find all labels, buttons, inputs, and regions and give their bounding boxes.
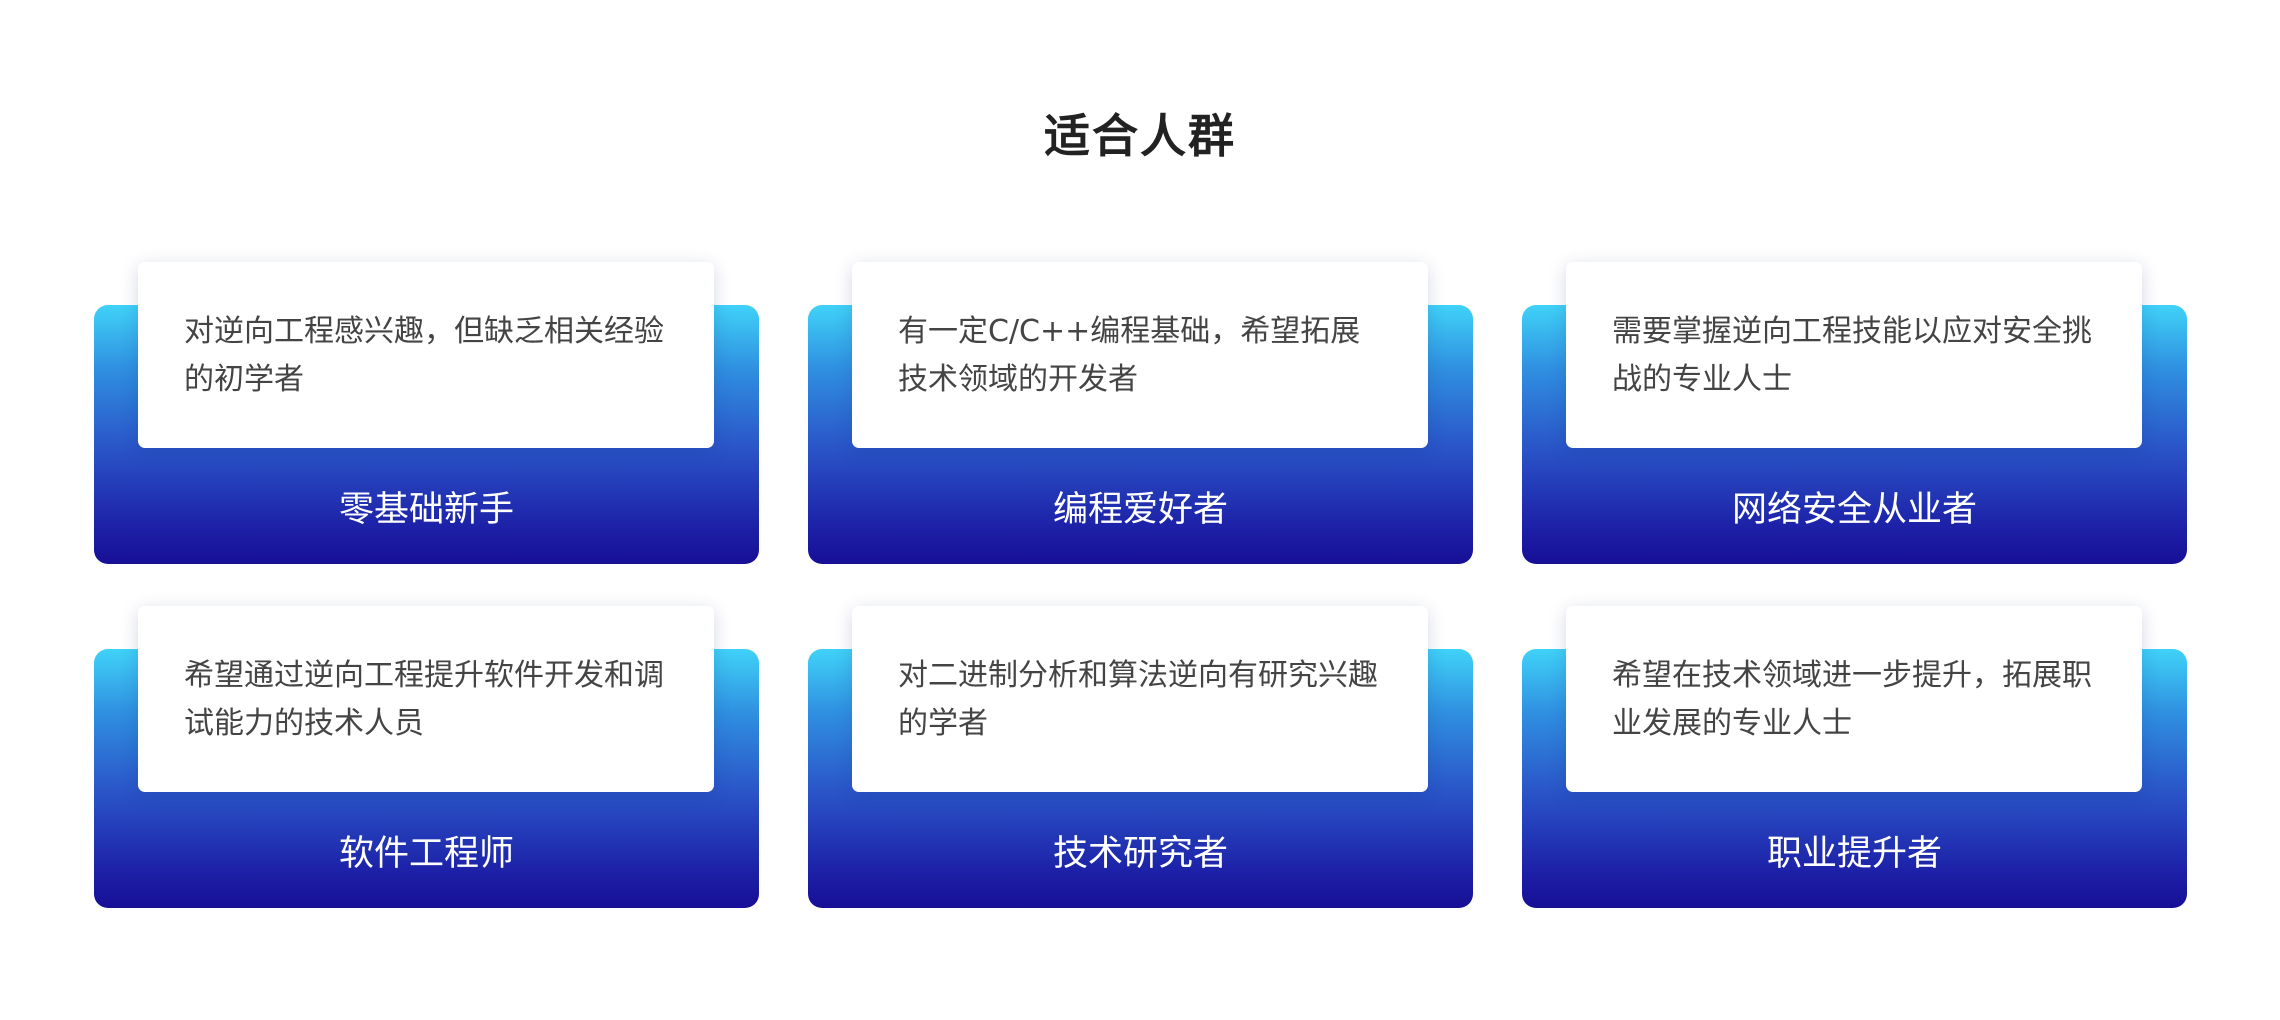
audience-card-career-advancer: 希望在技术领域进一步提升，拓展职业发展的专业人士 职业提升者 [1522, 606, 2187, 908]
audience-card-security-professional: 需要掌握逆向工程技能以应对安全挑战的专业人士 网络安全从业者 [1522, 262, 2187, 564]
audience-card-programming-enthusiast: 有一定C/C++编程基础，希望拓展技术领域的开发者 编程爱好者 [808, 262, 1473, 564]
card-description: 希望通过逆向工程提升软件开发和调试能力的技术人员 [138, 606, 714, 792]
card-label: 网络安全从业者 [1731, 490, 1977, 530]
card-label: 编程爱好者 [1052, 490, 1228, 530]
card-description: 对二进制分析和算法逆向有研究兴趣的学者 [852, 606, 1428, 792]
audience-card-beginner: 对逆向工程感兴趣，但缺乏相关经验的初学者 零基础新手 [94, 262, 759, 564]
section-title: 适合人群 [1044, 109, 1236, 163]
card-label: 技术研究者 [1052, 834, 1228, 874]
card-label: 职业提升者 [1766, 834, 1942, 874]
audience-card-software-engineer: 希望通过逆向工程提升软件开发和调试能力的技术人员 软件工程师 [94, 606, 759, 908]
card-description: 需要掌握逆向工程技能以应对安全挑战的专业人士 [1566, 262, 2142, 448]
card-label: 软件工程师 [338, 834, 514, 874]
card-description: 对逆向工程感兴趣，但缺乏相关经验的初学者 [138, 262, 714, 448]
card-description: 有一定C/C++编程基础，希望拓展技术领域的开发者 [852, 262, 1428, 448]
card-label: 零基础新手 [338, 490, 514, 530]
card-description: 希望在技术领域进一步提升，拓展职业发展的专业人士 [1566, 606, 2142, 792]
audience-card-researcher: 对二进制分析和算法逆向有研究兴趣的学者 技术研究者 [808, 606, 1473, 908]
